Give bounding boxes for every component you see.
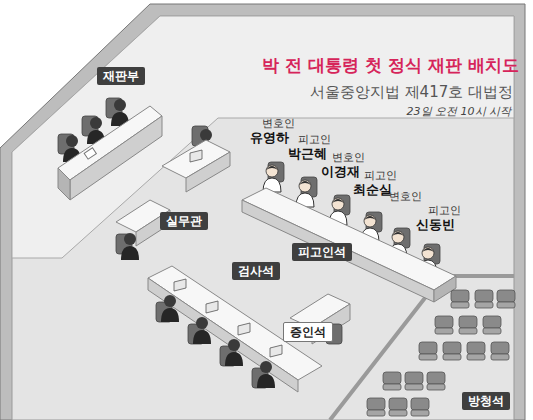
area-label: 검사석 <box>238 264 274 278</box>
role-label: 변호인 <box>262 118 295 131</box>
role-label: 변호인 <box>332 152 365 165</box>
area-label: 피고인석 <box>298 245 346 259</box>
person-name: 최순실 <box>353 183 392 198</box>
date-note: 23일 오전 10시 시작 <box>407 106 511 119</box>
subtitle: 서울중앙지법 제417호 대법정 <box>310 84 513 101</box>
role-label: 피고인 <box>364 170 397 183</box>
area-tag: 재판부 <box>97 67 145 85</box>
person-name: 박근혜 <box>288 147 327 162</box>
role-label: 피고인 <box>298 134 331 147</box>
person-name: 이경재 <box>321 165 360 180</box>
area-tag: 피고인석 <box>292 243 352 261</box>
area-tag: 방청석 <box>462 392 510 410</box>
diagram-title: 박 전 대통령 첫 정식 재판 배치도 <box>262 56 519 76</box>
person-name: 유영하 <box>250 131 289 146</box>
role-label: 피고인 <box>428 205 461 218</box>
area-label: 재판부 <box>103 69 139 83</box>
area-label: 증인석 <box>290 325 326 339</box>
person-name: 신동빈 <box>416 218 455 233</box>
area-tag: 증인석 <box>283 322 333 342</box>
area-label: 실무관 <box>166 214 202 228</box>
area-tag: 검사석 <box>232 262 280 280</box>
area-label: 방청석 <box>468 394 504 408</box>
area-tag: 실무관 <box>160 212 208 230</box>
role-label: 변호인 <box>389 191 422 204</box>
